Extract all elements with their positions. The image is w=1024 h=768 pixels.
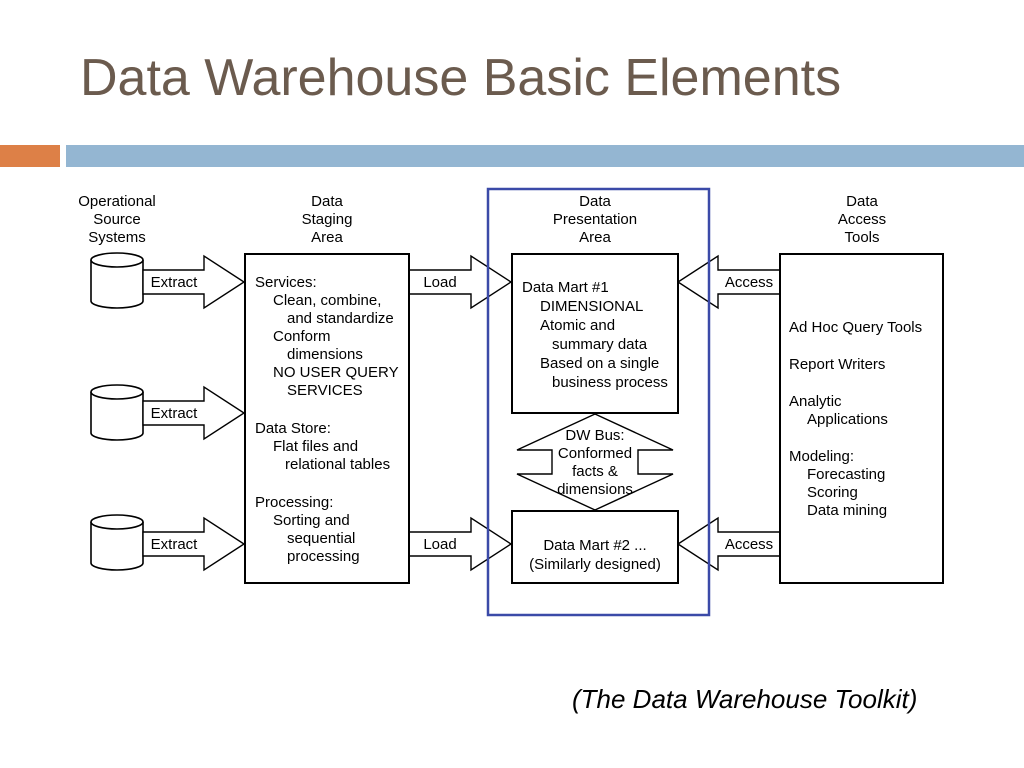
access-tools-line: Scoring xyxy=(807,484,858,501)
extract-label: Extract xyxy=(151,536,199,553)
slide-title: Data Warehouse Basic Elements xyxy=(80,49,842,107)
staging-line: dimensions xyxy=(287,346,363,363)
access-tools-line: Forecasting xyxy=(807,466,885,483)
header-source-line: Systems xyxy=(88,229,146,246)
header-staging: Data Staging Area xyxy=(302,193,353,246)
header-access-line: Data xyxy=(846,193,878,210)
access-tools-line: Modeling: xyxy=(789,448,854,465)
header-access: Data Access Tools xyxy=(838,193,886,246)
header-presentation-line: Data xyxy=(579,193,611,210)
staging-line: sequential xyxy=(287,530,355,547)
dw-bus-line: facts & xyxy=(572,463,618,480)
staging-area-text: Services: Clean, combine, and standardiz… xyxy=(255,274,399,565)
data-mart-2-text: Data Mart #2 ... (Similarly designed) xyxy=(529,537,661,573)
extract-arrow xyxy=(142,254,246,310)
load-arrow xyxy=(408,516,513,572)
staging-line: and standardize xyxy=(287,310,394,327)
data-mart-1-box xyxy=(511,253,679,414)
access-tools-line: Report Writers xyxy=(789,356,885,373)
database-icon xyxy=(90,384,144,441)
staging-line: Processing: xyxy=(255,494,333,511)
header-source-line: Operational xyxy=(78,193,156,210)
data-mart-1-text: Data Mart #1 DIMENSIONAL Atomic and summ… xyxy=(522,279,668,391)
extract-label: Extract xyxy=(151,274,199,291)
staging-line: NO USER QUERY xyxy=(273,364,399,381)
header-presentation-line: Presentation xyxy=(553,211,637,228)
data-mart-2-line: (Similarly designed) xyxy=(529,556,661,573)
dw-bus-line: DW Bus: xyxy=(565,427,624,444)
staging-line: Sorting and xyxy=(273,512,350,529)
dw-bus-line: Conformed xyxy=(558,445,632,462)
database-icon xyxy=(90,514,144,571)
header-source-line: Source xyxy=(93,211,141,228)
staging-line: Data Store: xyxy=(255,420,331,437)
staging-area-box xyxy=(244,253,410,584)
access-label: Access xyxy=(725,536,773,553)
header-presentation: Data Presentation Area xyxy=(553,193,637,246)
access-label: Access xyxy=(725,274,773,291)
accent-bar-blue xyxy=(66,145,1024,167)
presentation-area-border xyxy=(486,187,711,617)
header-staging-line: Staging xyxy=(302,211,353,228)
dw-bus-line: dimensions xyxy=(557,481,633,498)
database-icon xyxy=(90,252,144,309)
dw-bus-text: DW Bus: Conformed facts & dimensions xyxy=(557,427,633,498)
data-mart-1-line: Data Mart #1 xyxy=(522,279,609,296)
staging-line: processing xyxy=(287,548,360,565)
data-mart-2-box xyxy=(511,510,679,584)
staging-line: Clean, combine, xyxy=(273,292,381,309)
staging-line: Flat files and xyxy=(273,438,358,455)
header-staging-line: Data xyxy=(311,193,343,210)
data-mart-2-line: Data Mart #2 ... xyxy=(543,537,646,554)
access-tools-text: Ad Hoc Query Tools Report Writers Analyt… xyxy=(789,319,922,519)
staging-line: Conform xyxy=(273,328,331,345)
access-tools-line: Ad Hoc Query Tools xyxy=(789,319,922,336)
data-mart-1-line: summary data xyxy=(552,336,648,353)
header-staging-line: Area xyxy=(311,229,343,246)
access-arrow xyxy=(676,254,781,310)
data-mart-1-line: Based on a single xyxy=(540,355,659,372)
access-tools-line: Analytic xyxy=(789,393,842,410)
header-source: Operational Source Systems xyxy=(78,193,156,246)
header-access-line: Tools xyxy=(844,229,879,246)
load-label: Load xyxy=(423,536,456,553)
data-mart-1-line: DIMENSIONAL xyxy=(540,298,643,315)
access-tools-box xyxy=(779,253,944,584)
load-label: Load xyxy=(423,274,456,291)
extract-label: Extract xyxy=(151,405,199,422)
access-tools-line: Data mining xyxy=(807,502,887,519)
accent-bar-orange xyxy=(0,145,60,167)
source-caption: (The Data Warehouse Toolkit) xyxy=(572,684,918,714)
extract-arrow xyxy=(142,516,246,572)
load-arrow xyxy=(408,254,513,310)
access-arrow xyxy=(676,516,781,572)
header-access-line: Access xyxy=(838,211,886,228)
data-mart-1-line: business process xyxy=(552,374,668,391)
extract-arrow xyxy=(142,385,246,441)
staging-line: Services: xyxy=(255,274,317,291)
staging-line: SERVICES xyxy=(287,382,363,399)
data-mart-1-line: Atomic and xyxy=(540,317,615,334)
header-presentation-line: Area xyxy=(579,229,611,246)
staging-line: relational tables xyxy=(285,456,390,473)
access-tools-line: Applications xyxy=(807,411,888,428)
